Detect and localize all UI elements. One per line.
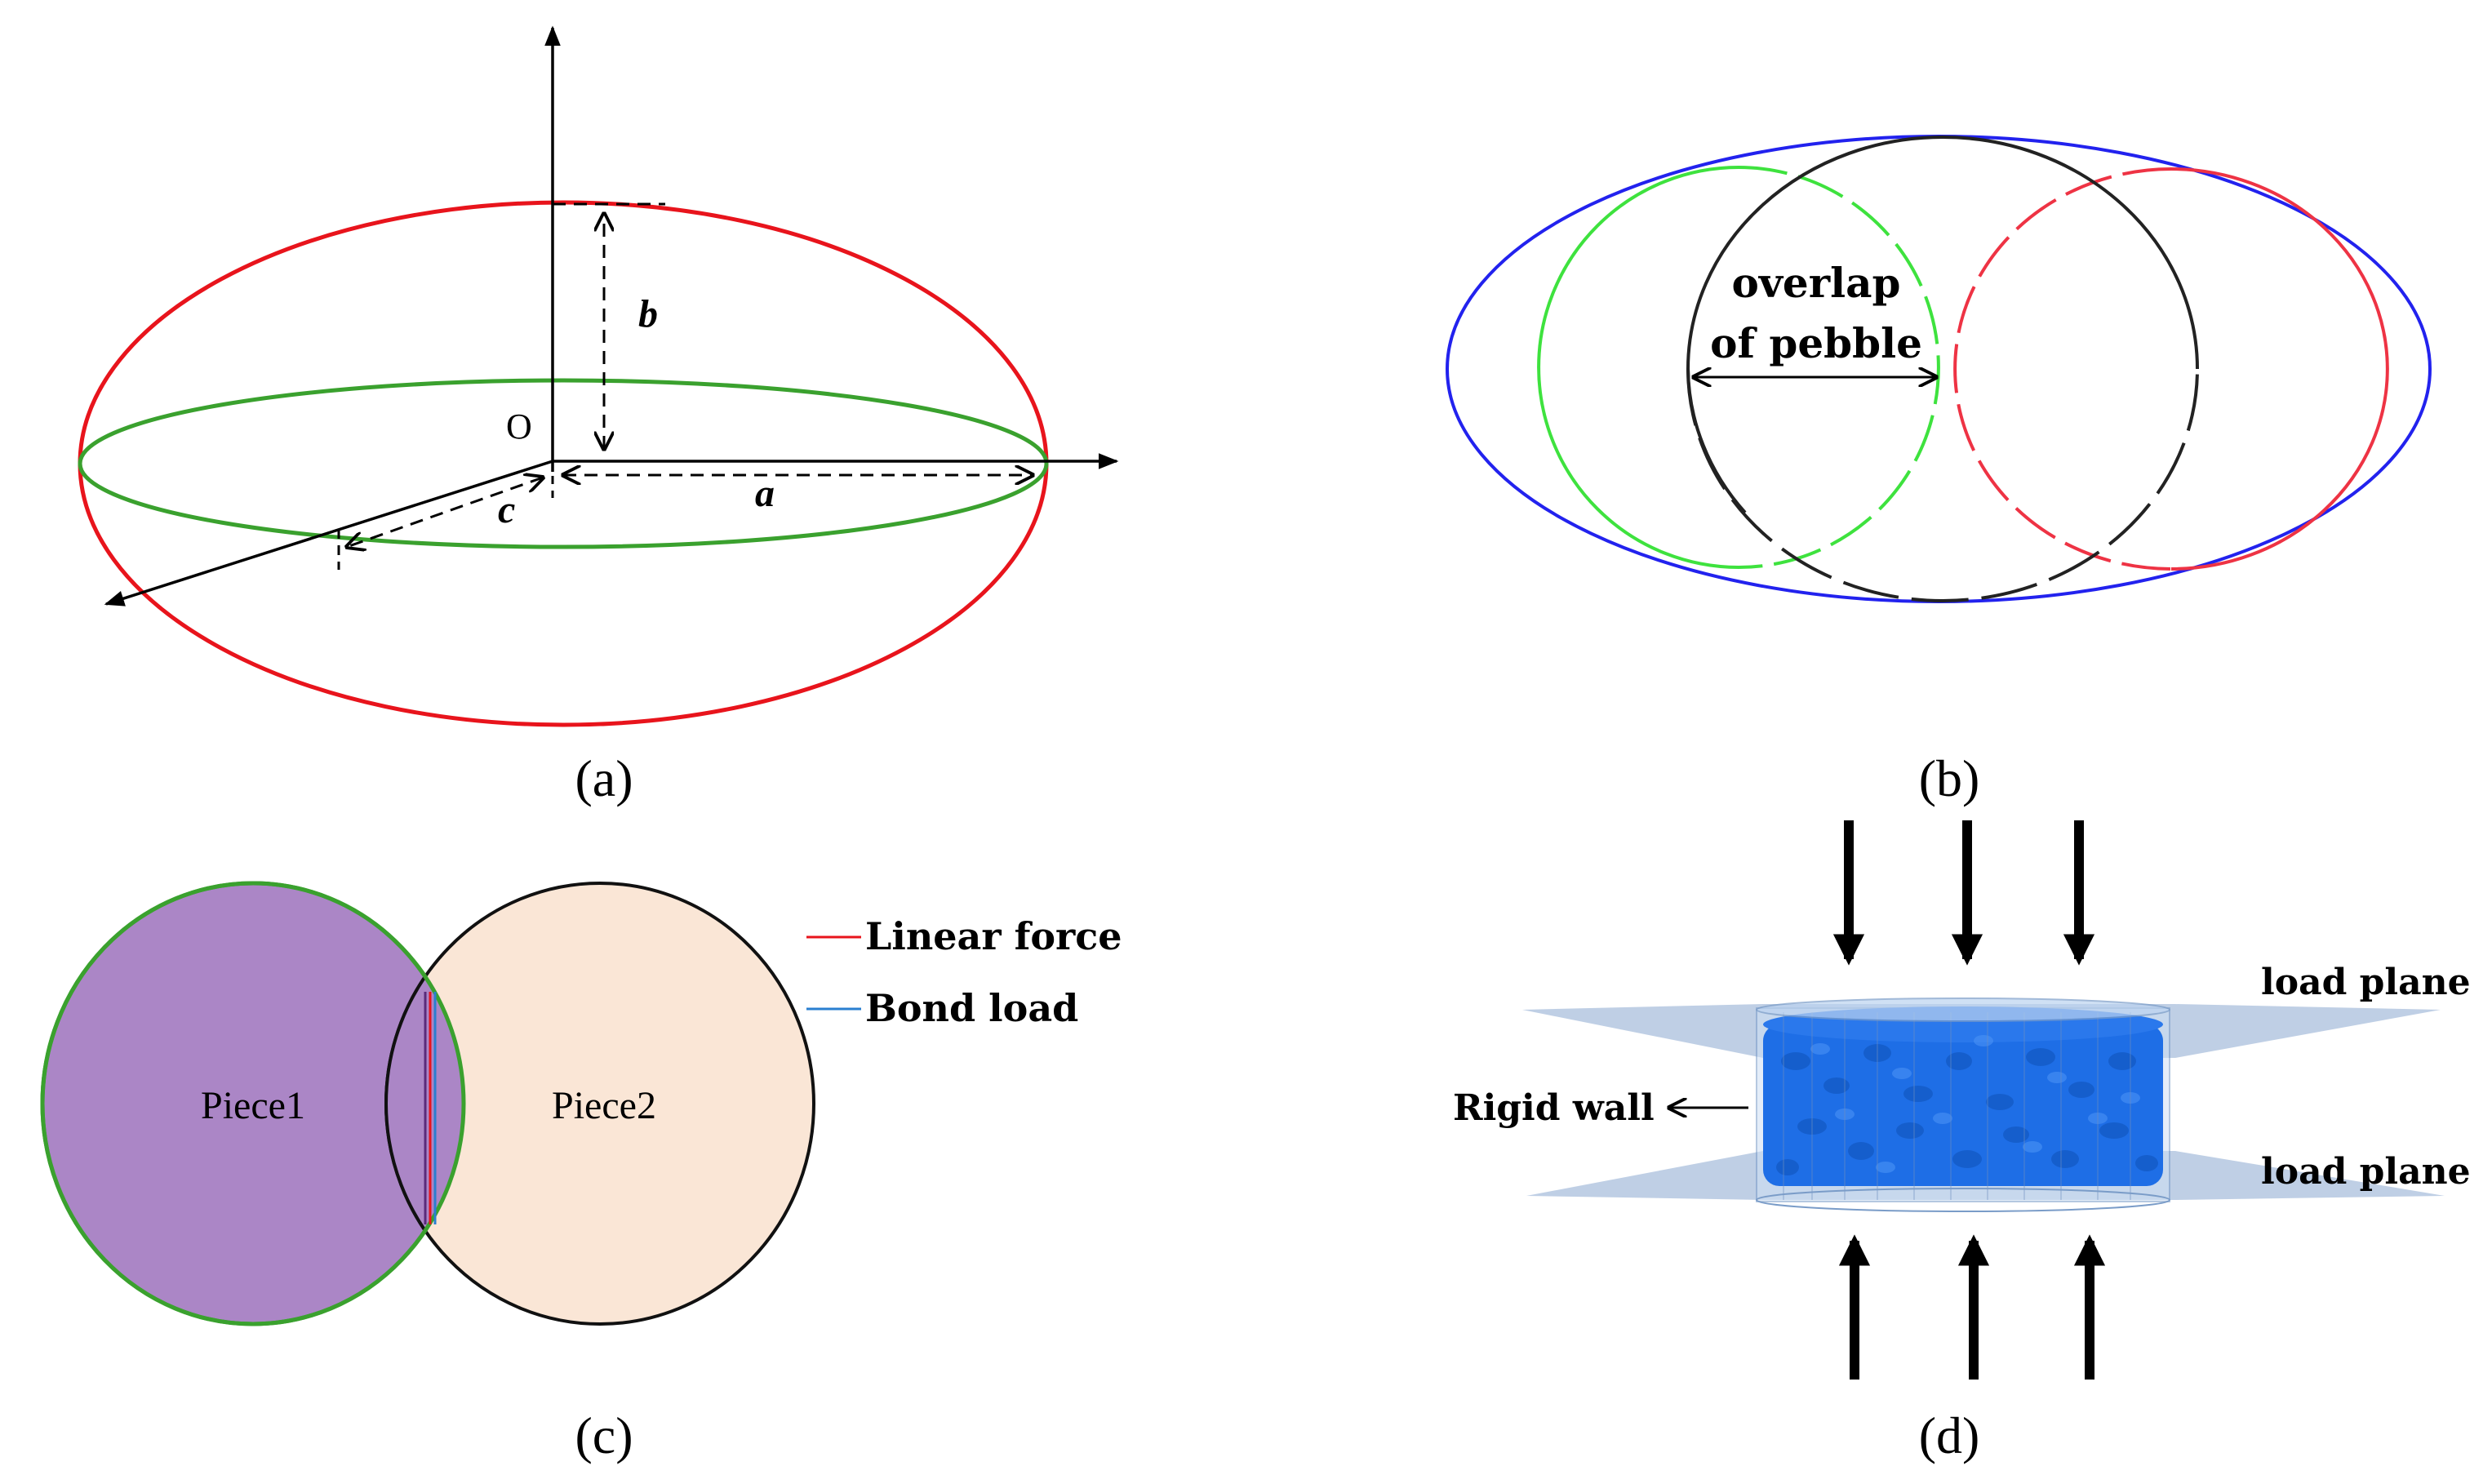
cylinder-grid: [1783, 1012, 2131, 1200]
load-plane-bottom-label: load plane: [2261, 1151, 2471, 1193]
legend-label-linear-force: Linear force: [865, 914, 1122, 958]
panel-c-caption: (c): [575, 1406, 633, 1464]
panel-a-caption: (a): [575, 749, 633, 807]
panel-d-compression-test: Rigid wall load plane load plane (d): [1453, 820, 2471, 1464]
overlap-label-line2: of pebble: [1710, 319, 1922, 367]
outer-ellipsoid-outline: [78, 200, 1049, 727]
piece2-label: Piece2: [552, 1084, 656, 1127]
c-dimension-arrow: [347, 478, 543, 547]
panel-b-caption: (b): [1919, 749, 1980, 807]
origin-label: O: [506, 407, 532, 447]
panel-d-caption: (d): [1919, 1406, 1980, 1464]
axis-c-label: c: [498, 488, 515, 531]
rigid-wall-label: Rigid wall: [1453, 1087, 1655, 1129]
overlap-label-line1: overlap: [1732, 259, 1901, 307]
load-plane-top-label: load plane: [2261, 962, 2471, 1003]
middle-pebble-solid-arc: [1686, 136, 2199, 370]
panel-a-ellipsoid-diagram: O b a c (a): [78, 25, 1119, 807]
cylinder-top-rim: [1756, 997, 2170, 1022]
depth-axis: [104, 460, 553, 606]
piece1-label: Piece1: [201, 1084, 305, 1127]
right-pebble-solid-arc: [2170, 167, 2389, 571]
left-pebble-solid-arc: [1537, 166, 1739, 569]
left-pebble-dashed-arc: [1738, 166, 1940, 569]
panel-c-bonded-pieces: Piece1 Piece2 Linear force Bond load (c): [40, 881, 1122, 1464]
piece1-outline: [40, 881, 466, 1326]
middle-pebble-dashed-arc: [1686, 368, 2199, 602]
middle-pebble-left-solid: [1686, 368, 1747, 514]
legend-label-bond-load: Bond load: [865, 986, 1078, 1030]
legend: Linear force Bond load: [806, 914, 1122, 1030]
panel-b-overlap-diagram: overlap of pebble (b): [1446, 135, 2432, 807]
pebble-pack: [1763, 1006, 2163, 1186]
axis-b-label: b: [638, 292, 658, 335]
axis-a-label: a: [755, 472, 775, 515]
overlap-lens: [384, 883, 464, 1324]
right-pebble-dashed-arc: [1953, 167, 2172, 571]
equator-ellipse: [78, 378, 1049, 549]
cylinder-bottom-rim: [1756, 1188, 2170, 1212]
